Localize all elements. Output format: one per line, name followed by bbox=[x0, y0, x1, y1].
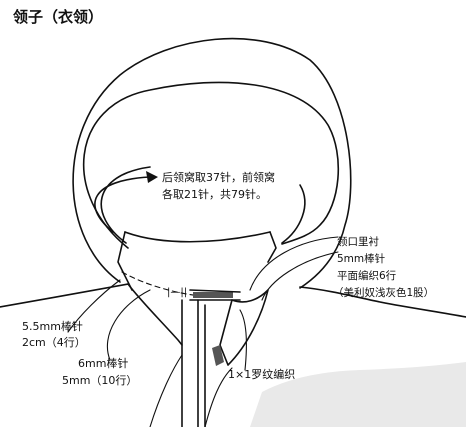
needle-leader bbox=[106, 289, 151, 361]
annotation-right-line1: 领口里衬 bbox=[337, 235, 379, 248]
hood-lining-right bbox=[281, 184, 306, 244]
right-leader-upper bbox=[249, 236, 339, 291]
lapel-grey-accent bbox=[212, 345, 224, 366]
annotation-right-line3: 平面编织6行 bbox=[337, 269, 397, 282]
right-leader-lower bbox=[261, 251, 339, 301]
annotation-right-line4: （美利奴浅灰色1股） bbox=[333, 286, 434, 299]
stitch-marker-text: |—|| bbox=[167, 287, 187, 298]
bottom-leader-right bbox=[204, 367, 233, 427]
pickup-dashed-line bbox=[121, 271, 201, 297]
main-arrow-head bbox=[146, 171, 158, 183]
left-shoulder bbox=[0, 283, 129, 308]
annotation-left-line2: 2cm（4行） bbox=[22, 336, 86, 349]
main-annotation-arrow bbox=[94, 176, 151, 233]
collar-right-flap bbox=[267, 231, 277, 263]
bottom-leader-left bbox=[149, 354, 183, 427]
hood-lining-curve bbox=[100, 166, 151, 244]
hood-opening bbox=[82, 81, 340, 249]
annotation-left-line1: 5.5mm棒针 bbox=[22, 319, 83, 333]
annotation-main-line1: 后领窝取37针，前领窝 bbox=[162, 170, 275, 184]
collar-back-band bbox=[124, 231, 271, 243]
right-shoulder bbox=[299, 286, 466, 318]
rib-leader bbox=[239, 309, 247, 371]
left-front-edge bbox=[127, 283, 183, 346]
page-title: 领子（衣领） bbox=[12, 8, 103, 26]
hood-outer-outline bbox=[72, 37, 352, 289]
annotation-main-line2: 各取21针，共79针。 bbox=[162, 187, 267, 201]
collar-left-flap bbox=[117, 231, 133, 291]
annotation-right-line2: 5mm棒针 bbox=[337, 252, 385, 265]
left-leader bbox=[67, 279, 121, 333]
annotation-needle-line2: 5mm（10行） bbox=[62, 374, 137, 387]
neck-band-edge bbox=[189, 289, 241, 293]
watermark bbox=[250, 362, 466, 427]
annotation-rib: 1×1罗纹编织 bbox=[228, 367, 295, 381]
neck-band bbox=[193, 292, 233, 298]
right-lapel bbox=[219, 289, 269, 366]
annotation-needle-line1: 6mm棒针 bbox=[78, 356, 128, 370]
